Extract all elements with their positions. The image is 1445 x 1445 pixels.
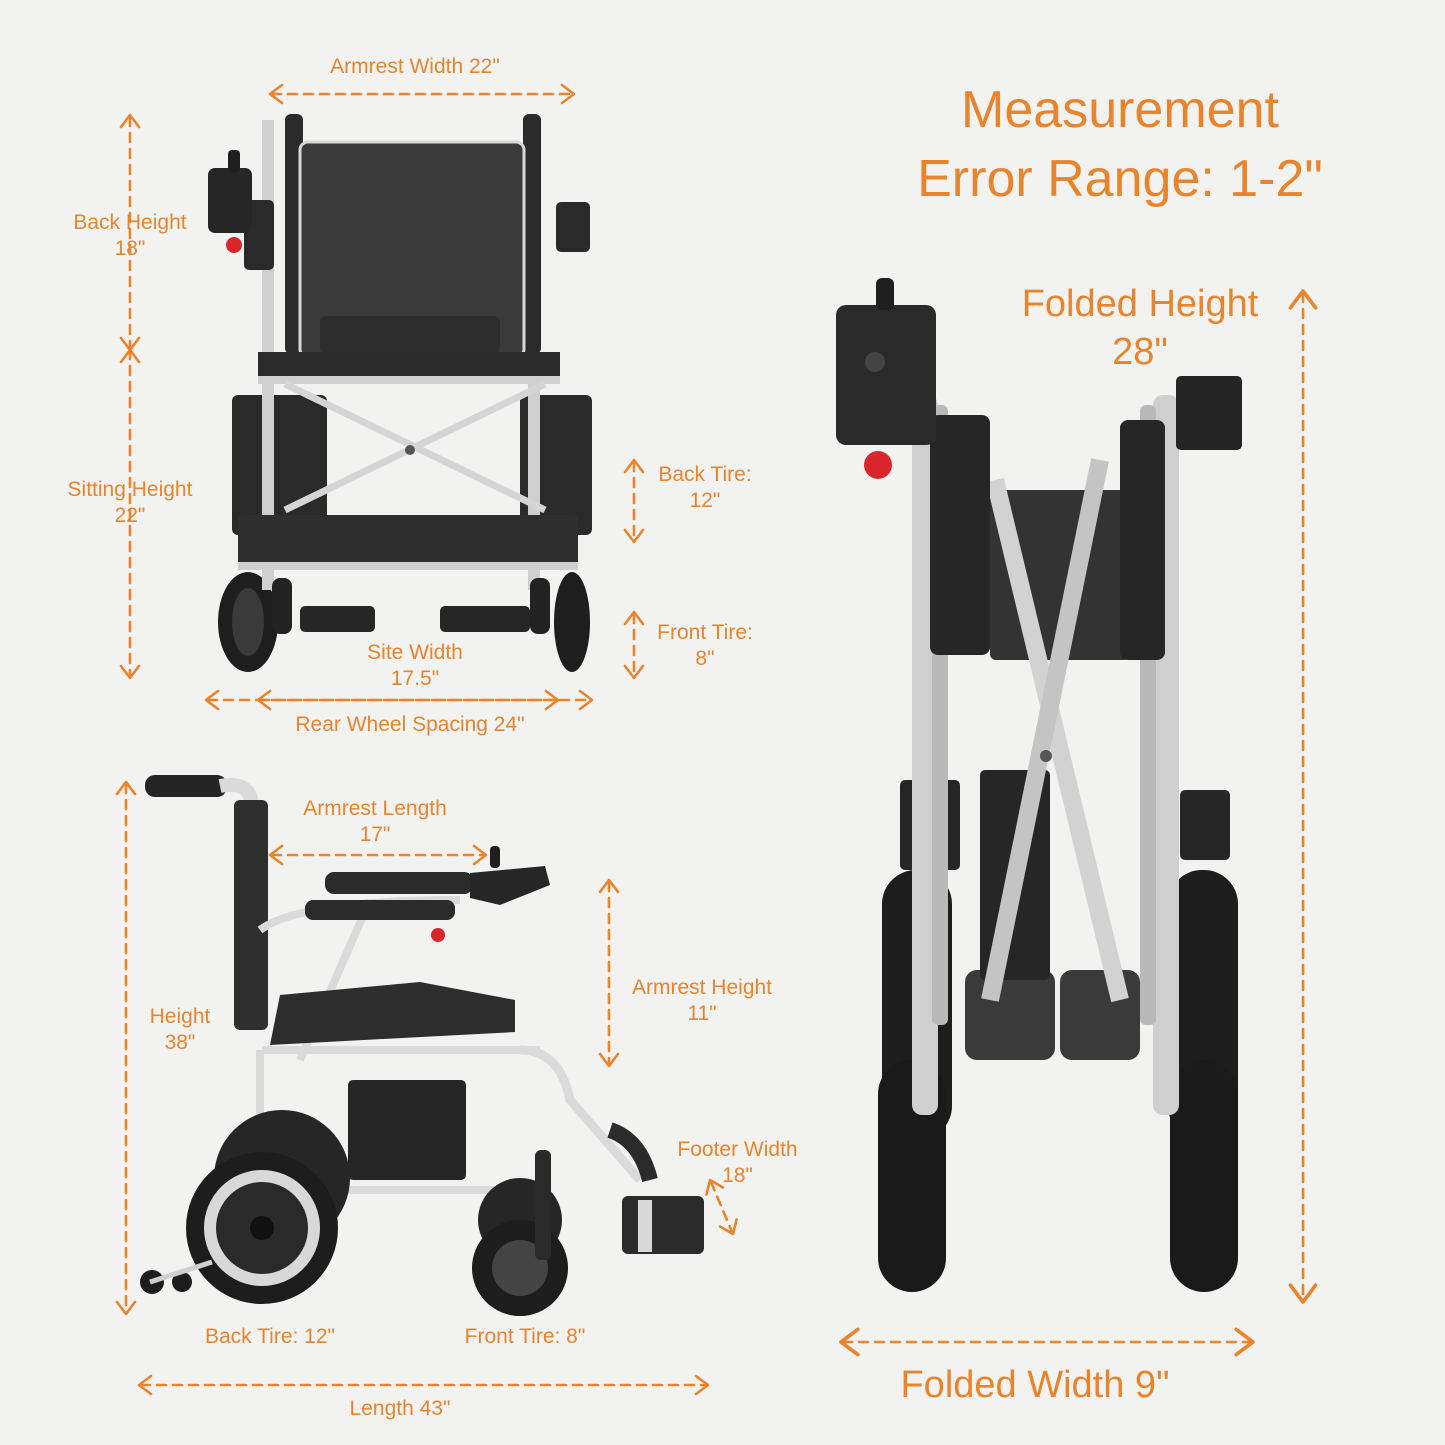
height-label: Height 38" [149, 1005, 211, 1055]
front-tire-front-label: Front Tire: 8" [657, 621, 753, 671]
folded-view-wheelchair [836, 278, 1242, 1292]
measurement-error-headline: Measurement Error Range: 1-2" [880, 76, 1360, 214]
armrest-height-label: Armrest Height 11" [631, 976, 773, 1026]
site-width-label: Site Width 17.5" [367, 641, 463, 691]
back-height-label: Back Height 18" [73, 211, 187, 261]
rear-wheel-spacing-label: Rear Wheel Spacing 24" [295, 713, 525, 736]
folded-width-label: Folded Width 9" [900, 1364, 1170, 1406]
front-tire-side-label: Front Tire: 8" [464, 1325, 586, 1348]
headline-line-1: Measurement [961, 81, 1279, 139]
back-tire-side-label: Back Tire: 12" [204, 1325, 335, 1348]
back-tire-front-label: Back Tire: 12" [658, 463, 752, 513]
folded-height-label: Folded Height 28" [1021, 283, 1259, 373]
front-view-wheelchair [208, 114, 592, 672]
sitting-height-label: Sitting Height 22" [67, 478, 193, 528]
footer-width-label: Footer Width 18" [677, 1138, 798, 1188]
dimension-arrows [124, 92, 1305, 1387]
length-label: Length 43" [349, 1397, 451, 1420]
armrest-length-label: Armrest Length 17" [303, 797, 447, 847]
armrest-width-label: Armrest Width 22" [330, 55, 500, 78]
side-view-wheelchair [140, 775, 704, 1316]
headline-line-2: Error Range: 1-2" [917, 150, 1323, 209]
footer-width-arrow [709, 1180, 734, 1234]
